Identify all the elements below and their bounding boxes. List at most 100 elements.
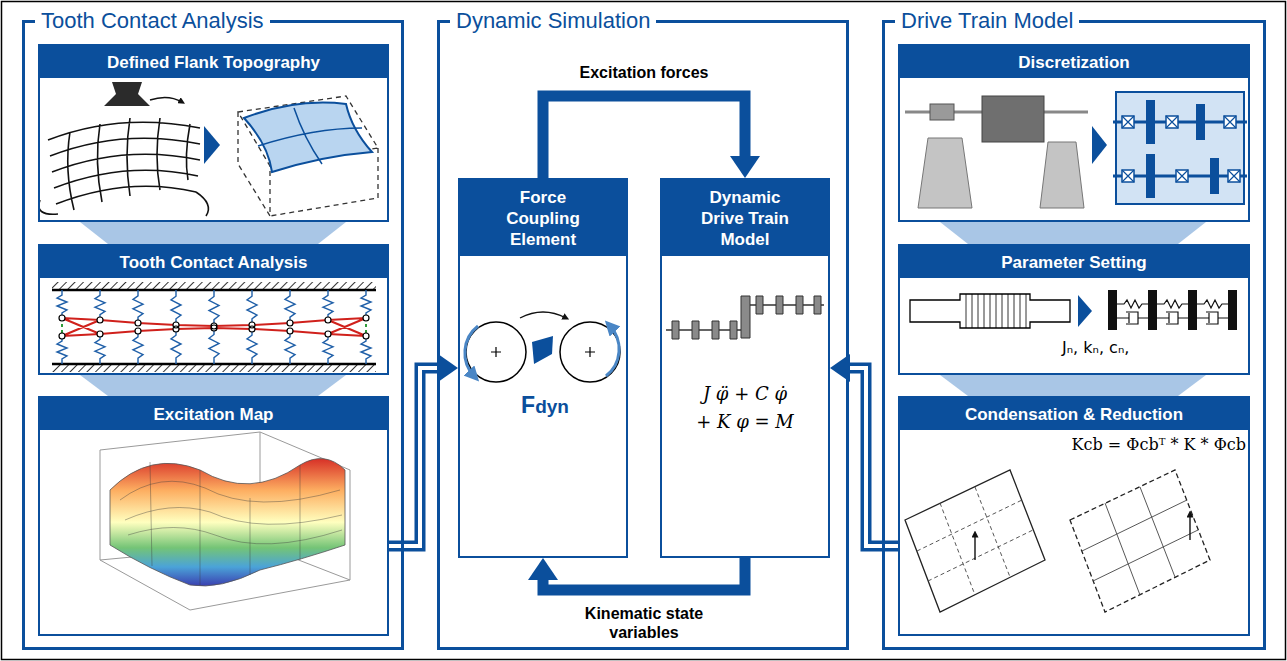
box-title: Parameter Setting <box>1001 252 1147 273</box>
surface-mesh <box>120 462 342 585</box>
process-box: Excitation Map <box>38 396 389 636</box>
spring-damper <box>1157 300 1188 324</box>
spring <box>133 290 143 323</box>
connector-funnel <box>940 222 1206 244</box>
spring <box>285 331 295 364</box>
spring <box>247 329 257 364</box>
spring <box>57 336 67 364</box>
box-title: Excitation Map <box>154 404 274 425</box>
shaft-spline <box>966 294 1026 328</box>
flow-arrow <box>528 558 745 590</box>
arrow-head <box>438 354 458 382</box>
spring <box>209 290 219 326</box>
box-header: Defined Flank Topography <box>40 46 387 78</box>
spring <box>361 336 371 364</box>
bearing-symbol <box>1122 116 1134 128</box>
equation: J φ̈ + C φ̇ + K φ = M <box>695 380 795 436</box>
chevron <box>1078 295 1092 327</box>
connector-funnel <box>940 375 1206 396</box>
spring <box>95 334 105 364</box>
mesh-contact <box>532 336 553 364</box>
edge-label: Kinematic state variables <box>561 604 727 642</box>
box-title: Condensation & Reduction <box>965 404 1183 425</box>
spring-damper <box>1117 300 1148 324</box>
spring <box>133 331 143 364</box>
plot-axes <box>100 432 350 610</box>
arrow-shaft <box>543 96 745 178</box>
process-box: Condensation & ReductionKcb = Φcbᵀ * K *… <box>898 396 1250 636</box>
flow-arrow <box>389 354 458 546</box>
connector-funnel <box>80 375 346 396</box>
flow-arrow <box>543 96 760 178</box>
edge-label: Excitation forces <box>577 63 712 82</box>
process-box: Tooth Contact Analysis <box>38 244 389 375</box>
shaft-outline <box>910 294 1070 328</box>
ground-hatch <box>52 282 376 290</box>
spring <box>95 290 105 320</box>
chevron <box>204 126 220 164</box>
bearing-symbol <box>1166 116 1178 128</box>
bearing-symbol <box>1224 116 1236 128</box>
process-box: Parameter SettingJₙ, kₙ, cₙ, <box>898 244 1250 375</box>
arrow-shaft-inner <box>389 368 439 546</box>
box-title: Defined Flank Topography <box>107 52 320 73</box>
parameter-list: Jₙ, kₙ, cₙ, <box>1062 338 1192 358</box>
rotation-arrow <box>520 312 566 318</box>
load-arrow <box>974 534 975 560</box>
bearing-symbol <box>1176 170 1188 182</box>
gear-flank-grid <box>39 118 209 216</box>
fe-mesh <box>1070 470 1210 612</box>
spring <box>171 329 181 364</box>
arrow-head <box>528 558 558 580</box>
process-box: Defined Flank Topography <box>38 44 389 222</box>
inertia-discs <box>672 296 821 339</box>
arrow-head <box>730 156 760 178</box>
spring <box>323 334 333 364</box>
contact-nodes <box>59 315 369 339</box>
box-header: Tooth Contact Analysis <box>40 246 387 278</box>
box-title: Dynamic Drive Train Model <box>689 187 801 250</box>
spring <box>285 290 295 323</box>
flank-surface-grid <box>258 108 362 164</box>
spring <box>209 328 219 364</box>
arrow-shaft-inner <box>849 368 898 546</box>
schematic-gears <box>1146 100 1219 198</box>
process-box: Discretization <box>898 44 1250 222</box>
arrow-shaft <box>543 558 745 590</box>
spring <box>361 290 371 318</box>
rotation-arrow <box>606 326 619 376</box>
feed-arrow <box>150 97 182 102</box>
spring <box>171 290 181 325</box>
ground-hatch <box>52 364 376 372</box>
rotation-arrow <box>465 326 478 376</box>
spring-damper <box>1197 300 1228 324</box>
fe-mesh-grid <box>917 487 1033 595</box>
box-header: Parameter Setting <box>900 246 1248 278</box>
section-title: Dynamic Simulation <box>450 7 656 35</box>
process-box: Dynamic Drive Train Model J φ̈ + C φ̇ + K… <box>660 178 830 558</box>
box-header: Condensation & Reduction <box>900 398 1248 430</box>
force-label: Fdyn <box>498 393 592 419</box>
fe-mesh-grid <box>1082 487 1198 595</box>
test-rig-pedestal <box>1040 142 1084 208</box>
test-rig-gearbox <box>982 96 1044 142</box>
schematic-shafts <box>1113 122 1247 176</box>
box-header: Force Coupling Element <box>460 180 626 256</box>
section-panel: Drive Train ModelDiscretizationParameter… <box>882 20 1266 650</box>
grinding-tool <box>104 82 150 106</box>
spring <box>247 290 257 325</box>
box-header: Discretization <box>900 46 1248 78</box>
gearbox-schematic <box>1116 92 1244 204</box>
inertia-bars <box>1108 290 1237 330</box>
tolerance-block <box>238 96 378 216</box>
process-box: Force Coupling ElementFdyn <box>458 178 628 558</box>
excitation-surface <box>110 459 345 586</box>
test-rig-coupling <box>930 104 954 120</box>
spring <box>323 290 333 320</box>
box-title: Tooth Contact Analysis <box>120 252 308 273</box>
equation: Kcb = Φcbᵀ * K * Φcb <box>1048 434 1246 456</box>
chevron <box>1092 126 1107 164</box>
